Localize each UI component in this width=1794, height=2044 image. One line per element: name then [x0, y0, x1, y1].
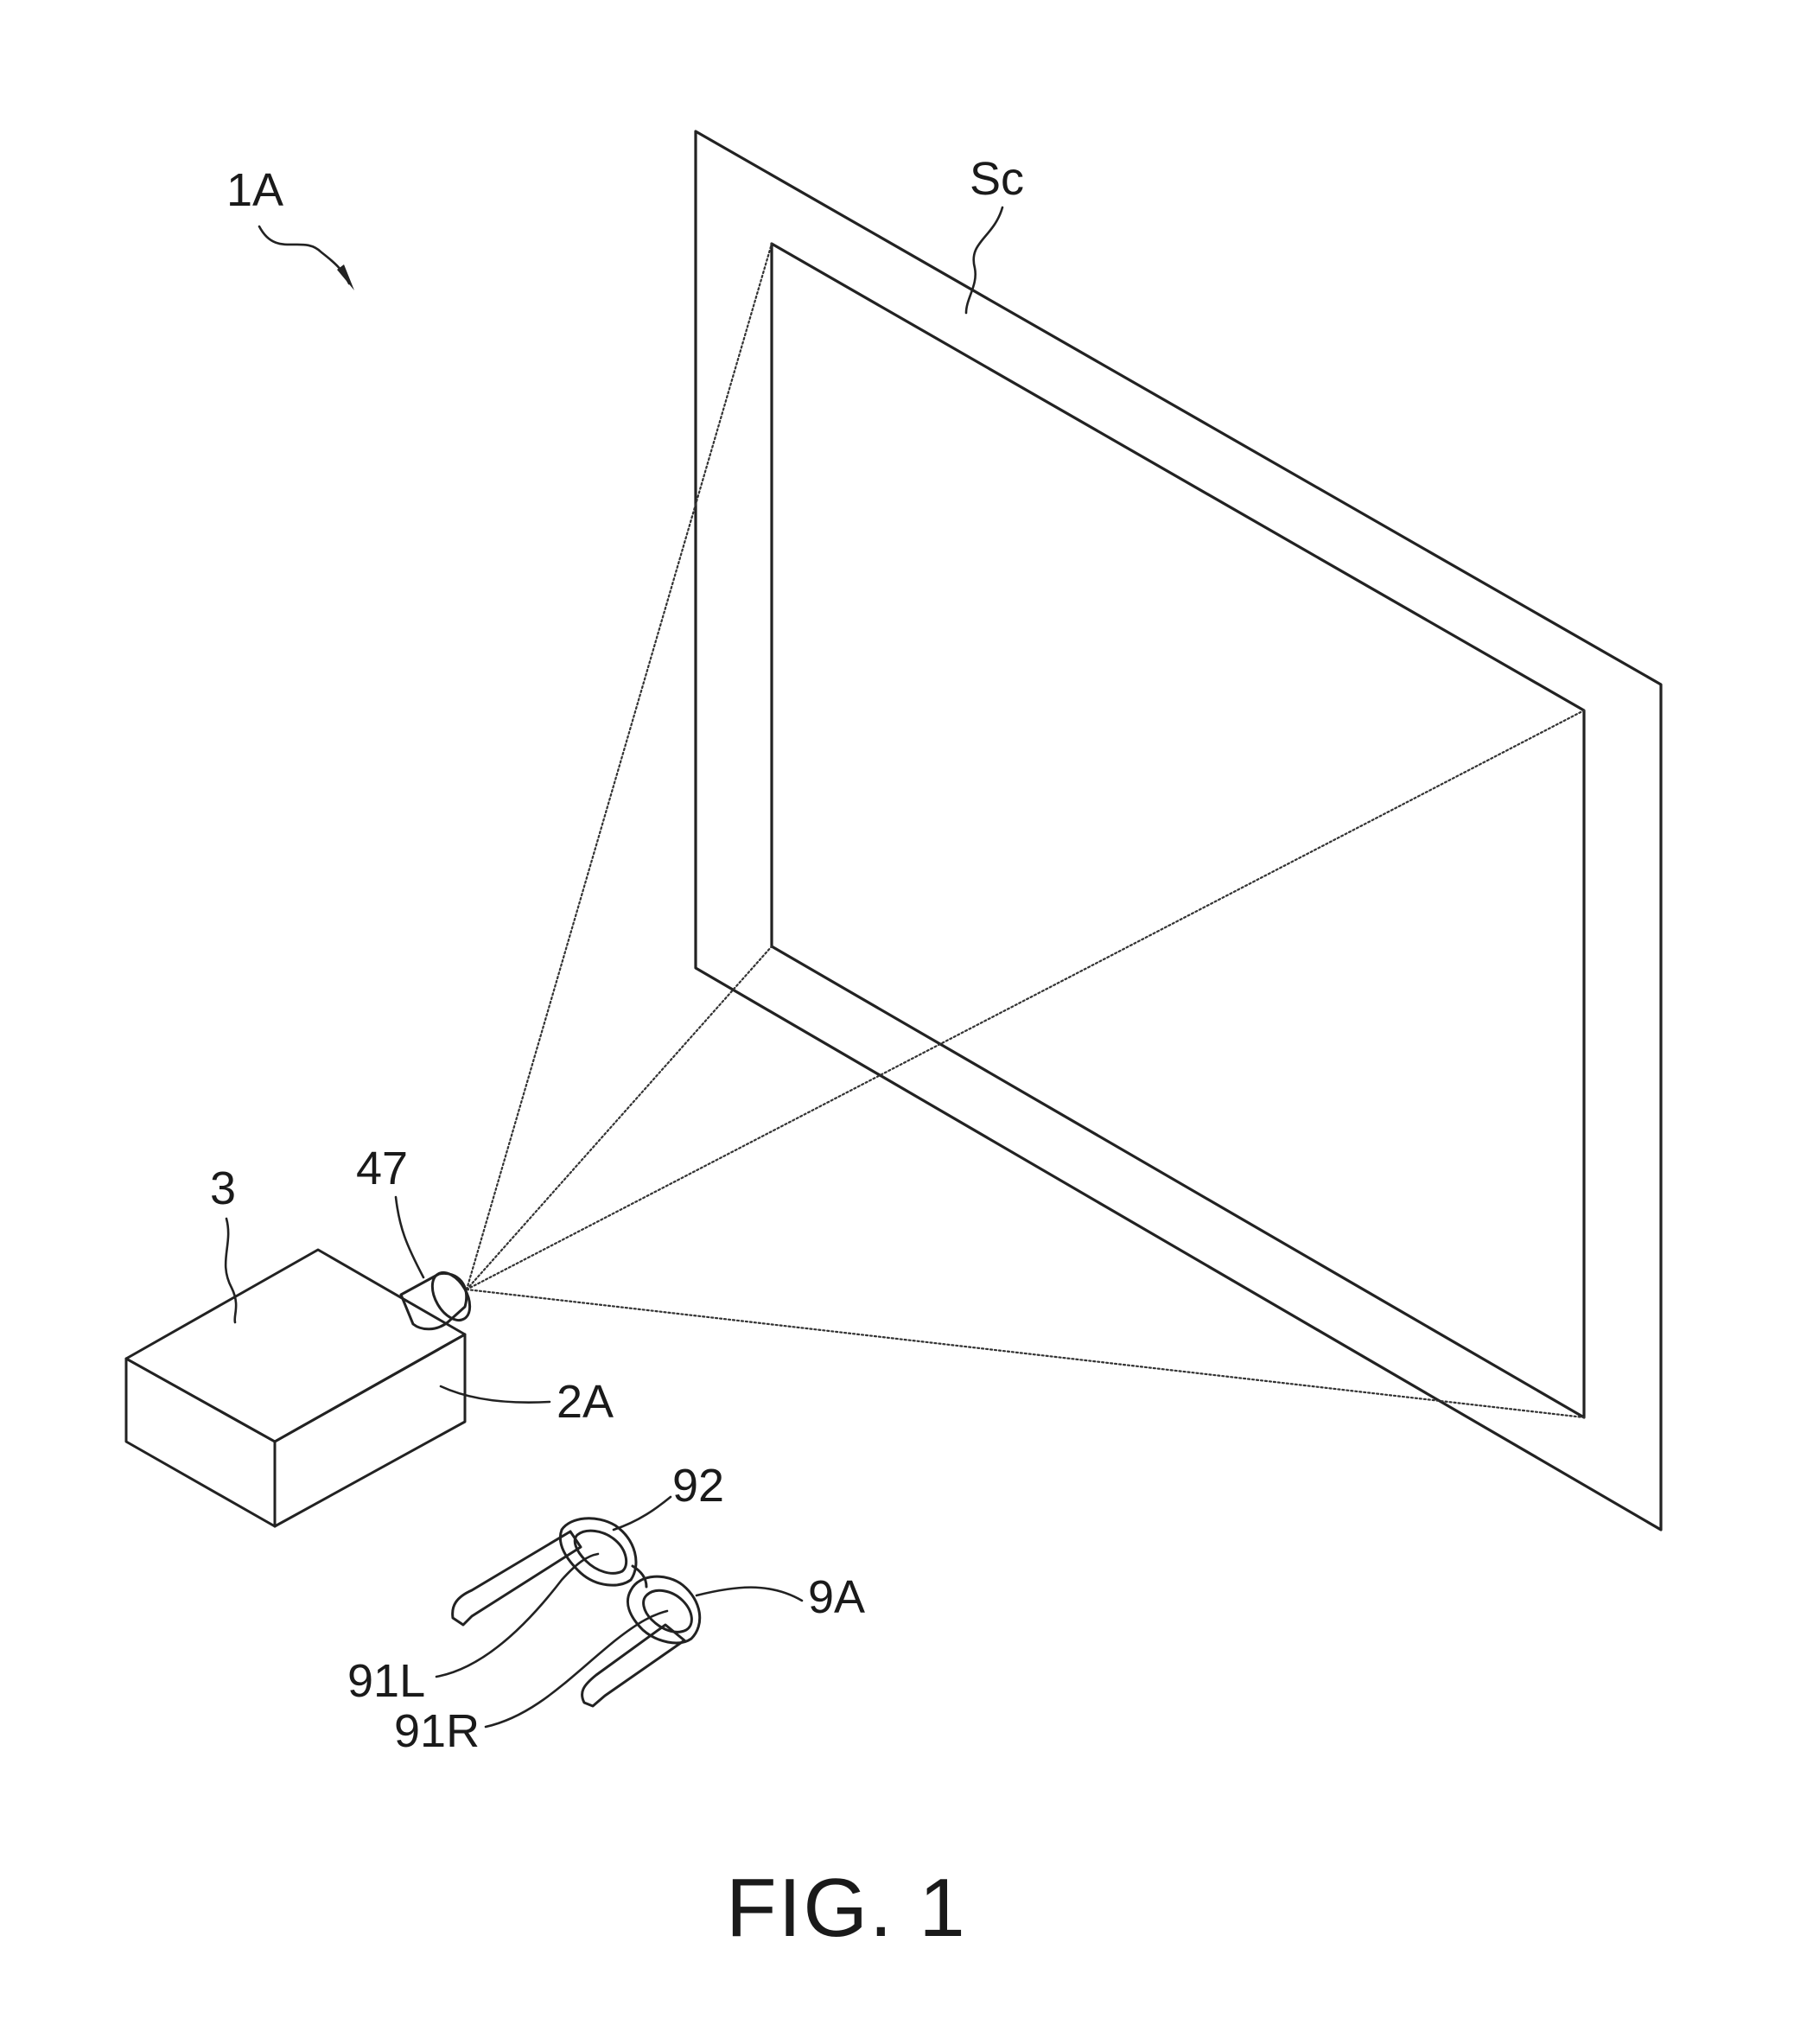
label-3-leader [226, 1219, 236, 1322]
label-92: 92 [672, 1460, 724, 1512]
label-3: 3 [210, 1162, 236, 1214]
ray-bottom-left [467, 946, 772, 1289]
label-91l: 91L [347, 1655, 425, 1707]
ray-bottom-right [467, 1289, 1584, 1417]
label-2a-leader [441, 1386, 550, 1403]
glasses-left-lens [575, 1531, 626, 1573]
screen-outer-frame [696, 131, 1661, 1530]
projection-rays [467, 244, 1584, 1417]
lens-front [424, 1266, 477, 1327]
projector-side-face [126, 1359, 275, 1526]
label-sc: Sc [970, 153, 1024, 205]
label-47: 47 [356, 1143, 408, 1194]
projector-front-face [275, 1334, 465, 1526]
label-47-leader [396, 1197, 423, 1277]
label-2a: 2A [557, 1376, 614, 1428]
projector-top-face [126, 1250, 465, 1442]
ray-top-right [467, 710, 1584, 1289]
label-1a: 1A [226, 164, 283, 216]
label-91r: 91R [394, 1705, 480, 1757]
label-9a-leader [697, 1588, 802, 1601]
figure-caption: FIG. 1 [726, 1862, 967, 1954]
label-1a-arrowhead [337, 264, 354, 290]
label-9a: 9A [808, 1571, 865, 1623]
label-92-leader [614, 1497, 671, 1530]
label-1a-arrow [259, 226, 349, 283]
label-91l-leader [436, 1554, 598, 1677]
ray-top-left [467, 244, 772, 1289]
glasses-right-temple [582, 1625, 684, 1706]
screen [696, 131, 1661, 1530]
projector [126, 1250, 478, 1526]
screen-projection-area [772, 244, 1584, 1417]
